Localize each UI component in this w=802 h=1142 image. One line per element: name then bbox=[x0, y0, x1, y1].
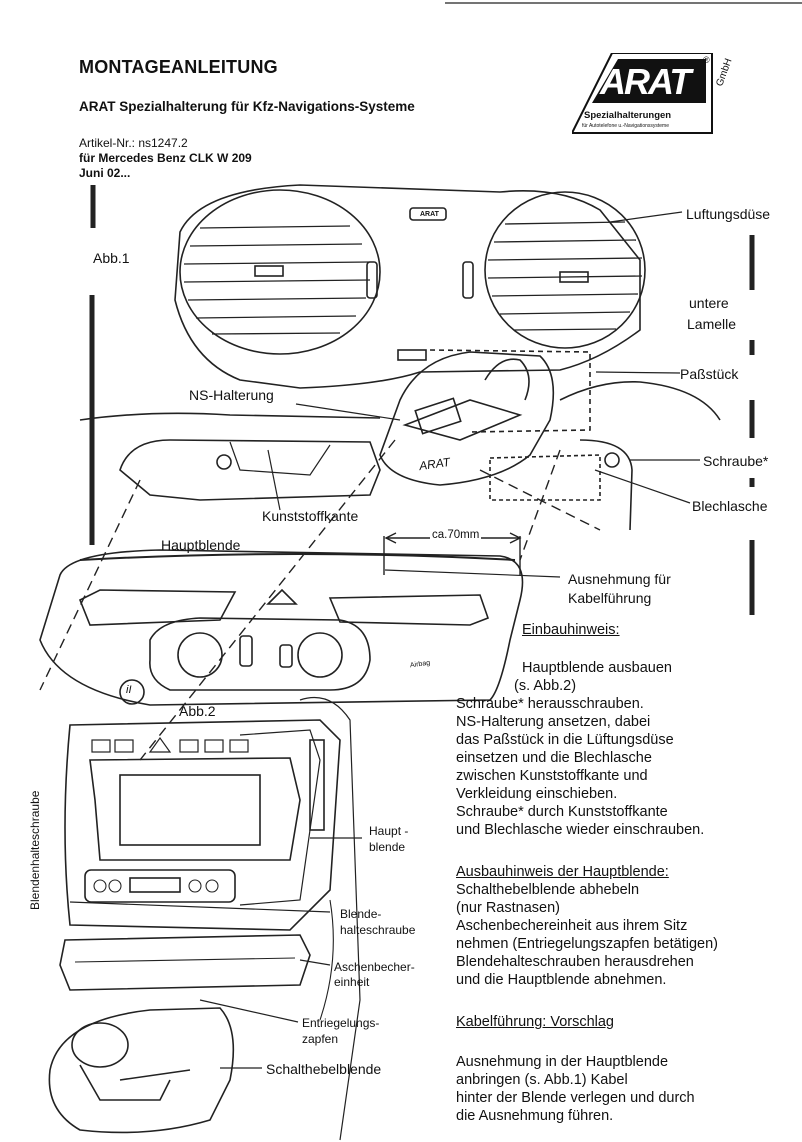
console-shape bbox=[64, 719, 341, 931]
logo-tagline: Spezialhalterungen bbox=[584, 110, 672, 121]
label-hauptblende: Hauptblende bbox=[161, 537, 241, 553]
label-schalthebelblende: Schalthebelblende bbox=[266, 1061, 382, 1077]
kabel-line: Ausnehmung in der Hauptblende bbox=[456, 1054, 669, 1070]
issue-date: Juni 02... bbox=[79, 166, 131, 180]
label-haupt: Haupt - bbox=[369, 824, 409, 838]
label-luftungsduse: Luftungsdüse bbox=[686, 206, 771, 222]
label-blendenhalteschraube-vertical: Blendenhalteschraube bbox=[28, 790, 42, 910]
label-ausnehmung-2: Kabelführung bbox=[568, 590, 652, 606]
einbau-line: das Paßstück in die Lüftungsdüse bbox=[456, 732, 674, 748]
label-entriegelungs: Entriegelungs- bbox=[302, 1016, 380, 1030]
right-vent bbox=[484, 191, 646, 349]
article-number: Artikel-Nr.: ns1247.2 bbox=[79, 136, 188, 150]
kabel-line: hinter der Blende verlegen und durch bbox=[456, 1090, 695, 1106]
einbau-line: Schraube* durch Kunststoffkante bbox=[456, 804, 668, 820]
logo-frame-icon bbox=[570, 52, 713, 134]
holder-top-mark: ARAT bbox=[420, 211, 439, 218]
page-title: MONTAGEANLEITUNG bbox=[79, 57, 278, 77]
left-vent bbox=[179, 189, 381, 355]
ashtray-shape bbox=[59, 934, 311, 991]
einbau-line: und Blechlasche wieder einschrauben. bbox=[456, 822, 705, 838]
label-einheit: einheit bbox=[334, 975, 370, 989]
logo-brand: ARAT bbox=[600, 61, 691, 102]
ausbau-line: nehmen (Entriegelungszapfen betätigen) bbox=[456, 936, 718, 952]
label-passstuck: Paßstück bbox=[680, 366, 739, 382]
label-lamelle: Lamelle bbox=[687, 316, 737, 332]
label-distance: ca.70mm bbox=[430, 529, 482, 541]
logo-tagline-small: für Autotelefone u.-Navigationssysteme bbox=[582, 123, 669, 129]
label-blende-halte: Blende- bbox=[340, 907, 382, 921]
main-trim-shape bbox=[39, 549, 524, 706]
kabel-line: anbringen (s. Abb.1) Kabel bbox=[456, 1072, 628, 1088]
gear-cover-shape bbox=[48, 1007, 235, 1134]
label-ns-halterung: NS-Halterung bbox=[189, 387, 274, 403]
ausbau-line: und die Hauptblende abnehmen. bbox=[456, 972, 667, 988]
einbau-line: einsetzen und die Blechlasche bbox=[456, 750, 652, 766]
ausbau-line: Schalthebelblende abhebeln bbox=[456, 882, 640, 898]
figure1-caption: Abb.1 bbox=[93, 250, 130, 266]
label-blechlasche: Blechlasche bbox=[692, 498, 768, 514]
ausbau-heading: Ausbauhinweis der Hauptblende: bbox=[456, 864, 669, 880]
kabel-line: die Ausnehmung führen. bbox=[456, 1108, 614, 1124]
einbau-line: Verkleidung einschieben. bbox=[456, 786, 618, 802]
einbau-line: (s. Abb.2) bbox=[514, 678, 577, 694]
figure2-circle-label: iI bbox=[126, 684, 132, 696]
kabel-heading: Kabelführung: Vorschlag bbox=[456, 1014, 614, 1030]
einbau-heading: Einbauhinweis: bbox=[522, 622, 620, 638]
label-schraube: Schraube* bbox=[703, 453, 769, 469]
ausbau-line: Blendehalteschrauben herausdrehen bbox=[456, 954, 694, 970]
einbau-line: Hauptblende ausbauen bbox=[522, 660, 672, 676]
label-blende: blende bbox=[369, 840, 406, 854]
einbau-line: zwischen Kunststoffkante und bbox=[456, 768, 648, 784]
einbau-line: NS-Halterung ansetzen, dabei bbox=[456, 714, 651, 730]
logo-registered: ® bbox=[703, 55, 710, 65]
label-zapfen: zapfen bbox=[302, 1032, 339, 1046]
vehicle-model: für Mercedes Benz CLK W 209 bbox=[79, 151, 252, 165]
ausbau-line: Aschenbechereinheit aus ihrem Sitz bbox=[456, 918, 688, 934]
label-ausnehmung-1: Ausnehmung für bbox=[568, 571, 671, 587]
arat-logo: ARAT ® GmbH Spezialhalterungen für Autot… bbox=[570, 52, 735, 141]
ns-holder-shape bbox=[379, 351, 555, 486]
label-kunststoffkante: Kunststoffkante bbox=[262, 508, 359, 524]
label-aschenbecher: Aschenbecher- bbox=[334, 960, 415, 974]
page-subtitle: ARAT Spezialhalterung für Kfz-Navigation… bbox=[79, 99, 415, 114]
figure2-caption: Abb.2 bbox=[179, 703, 216, 719]
ausbau-line: (nur Rastnasen) bbox=[456, 900, 560, 916]
info-circle bbox=[119, 679, 145, 705]
einbau-line: Schraube* herausschrauben. bbox=[456, 696, 644, 712]
label-untere: untere bbox=[689, 295, 729, 311]
label-halteschraube: halteschraube bbox=[340, 923, 416, 937]
